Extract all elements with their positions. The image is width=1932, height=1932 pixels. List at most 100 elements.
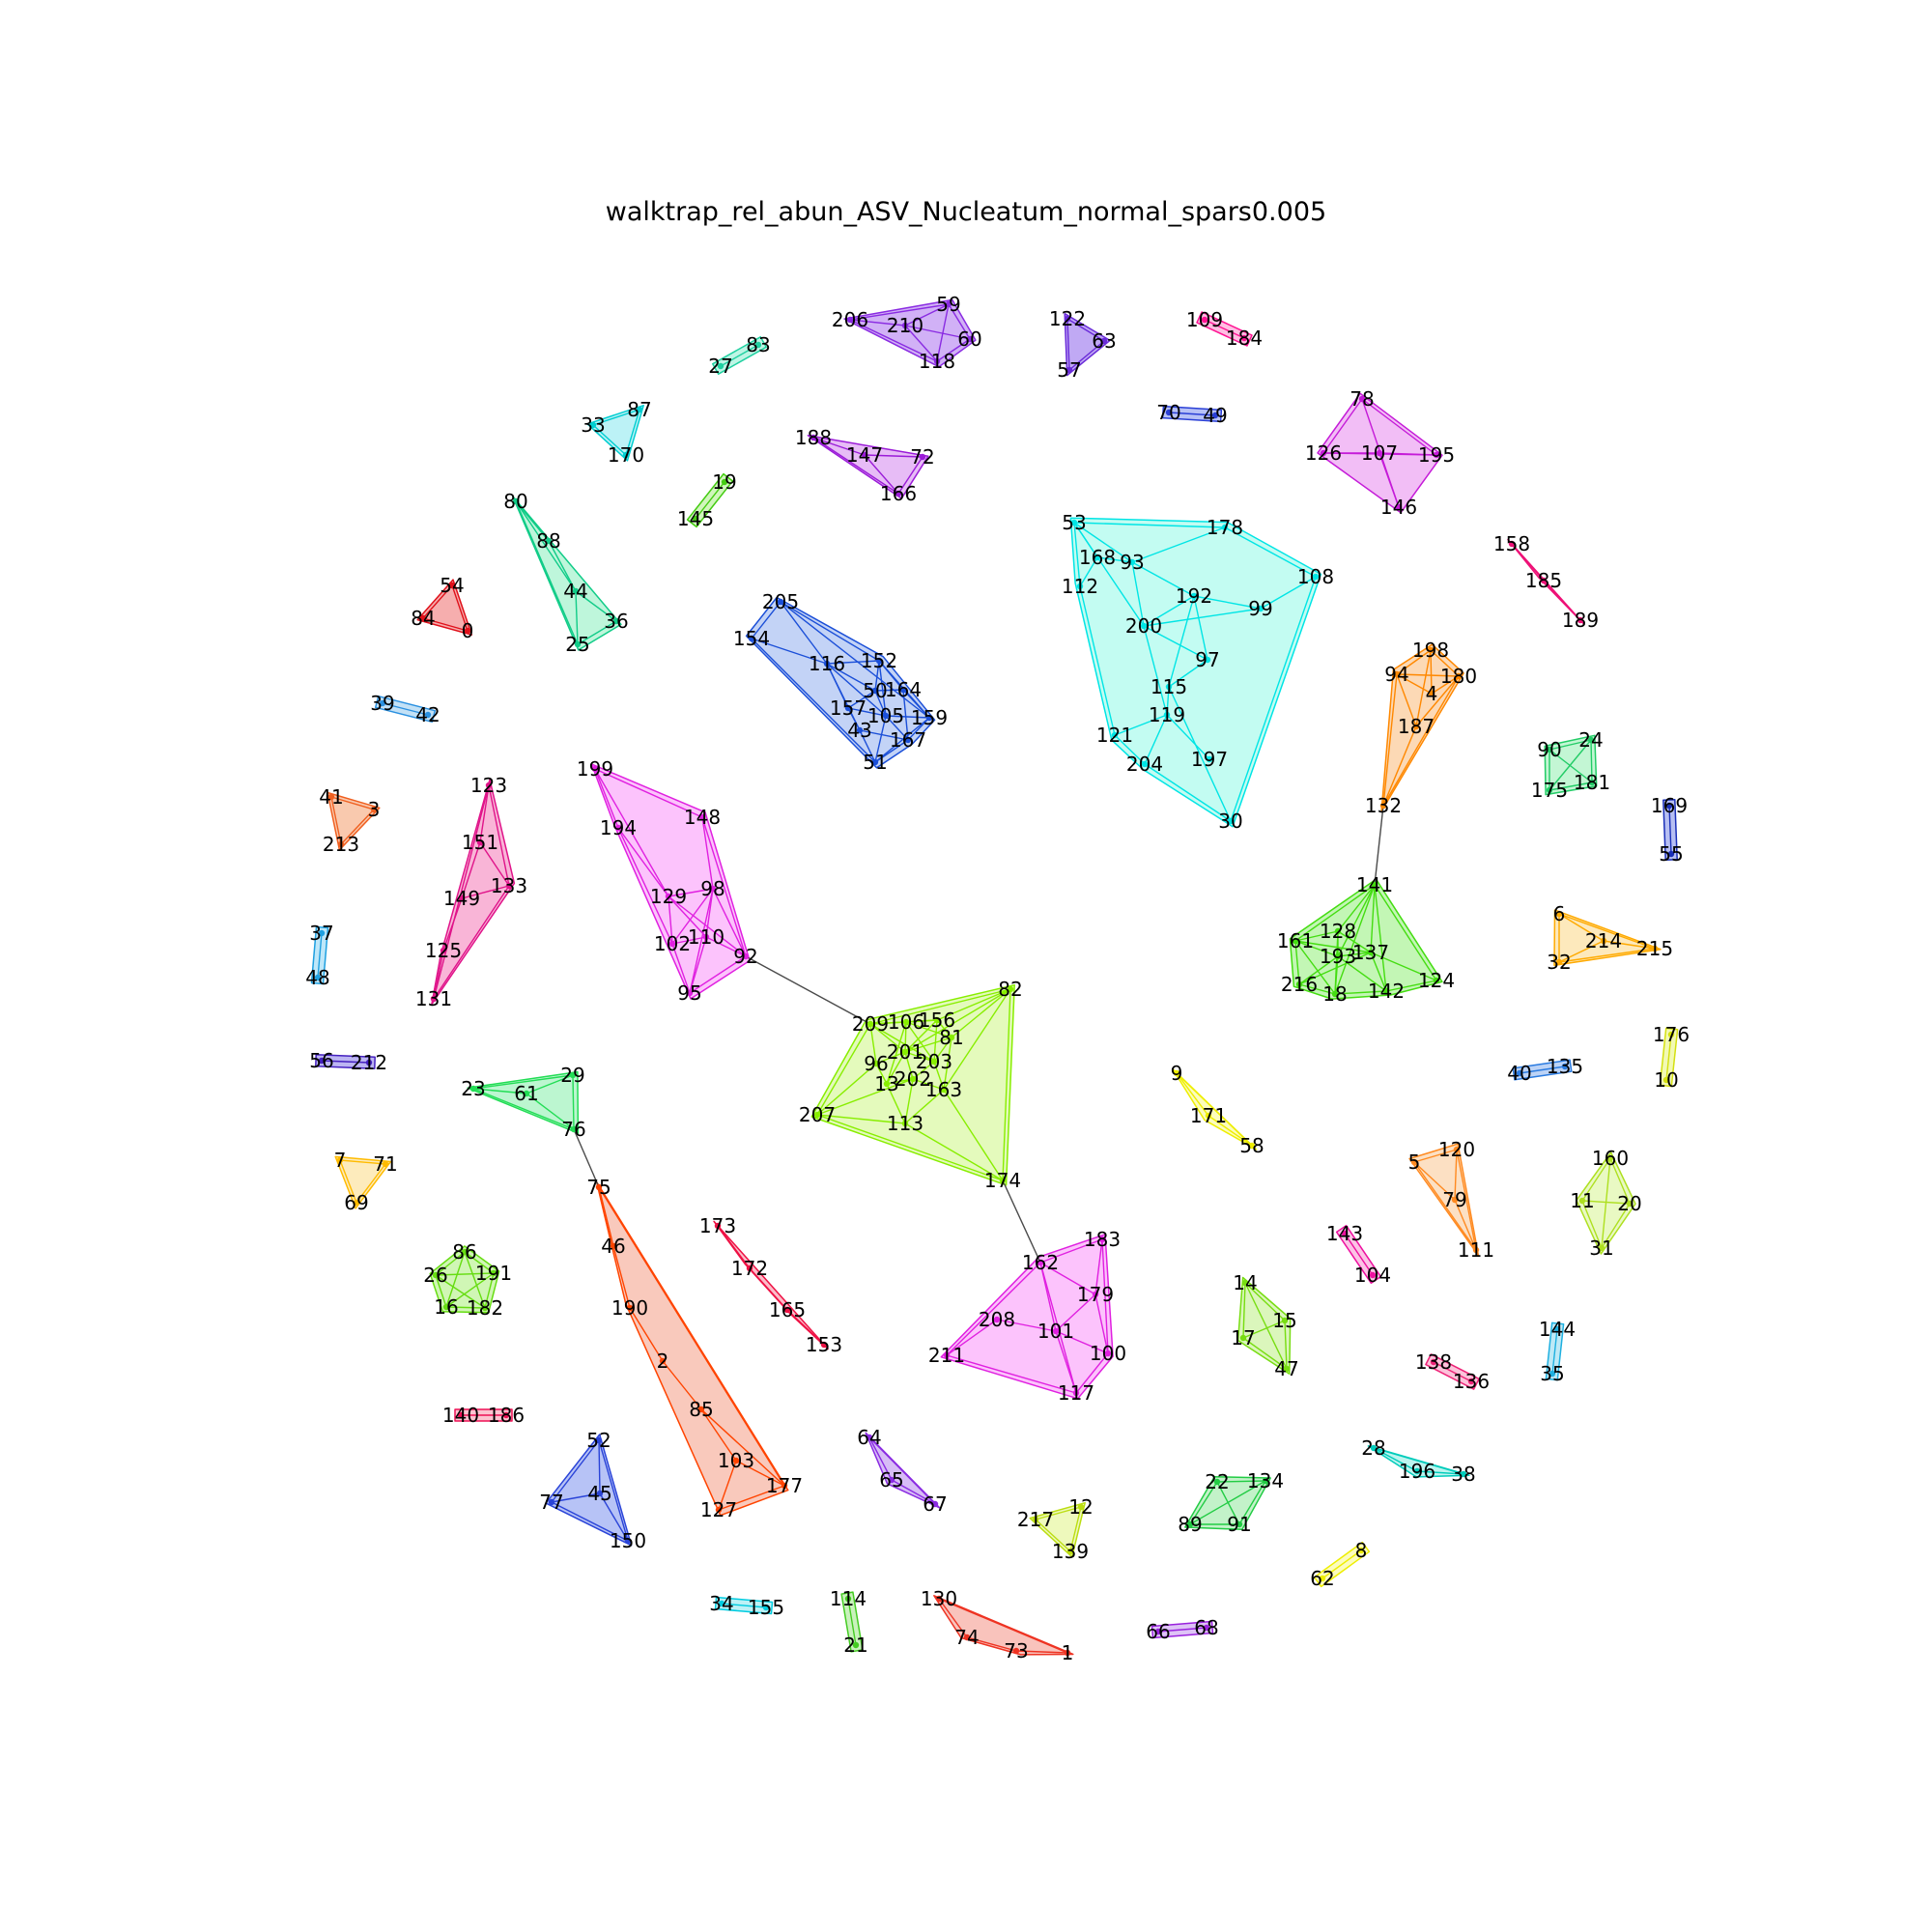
network-edge [1073, 522, 1226, 528]
network-edge [1519, 1065, 1566, 1074]
node-label: 94 [1384, 663, 1408, 686]
network-edge [592, 424, 627, 456]
network-edge [886, 1078, 914, 1085]
network-edge [1238, 1480, 1266, 1525]
network-edge [1413, 1161, 1477, 1251]
network-edge [617, 827, 669, 897]
network-node [1204, 656, 1211, 664]
network-node [665, 893, 672, 900]
network-edge [1166, 686, 1170, 716]
network-edge [869, 1023, 906, 1053]
network-node [1190, 592, 1198, 600]
node-label: 201 [887, 1040, 923, 1064]
network-edge [849, 319, 906, 327]
network-edge [904, 1037, 952, 1053]
network-edge [946, 1354, 1077, 1394]
node-label: 26 [423, 1264, 447, 1287]
network-edge [1373, 1447, 1464, 1475]
node-label: 43 [847, 719, 871, 742]
node-label: 214 [1585, 929, 1622, 952]
node-label: 96 [864, 1052, 888, 1075]
network-node [945, 300, 952, 308]
network-edge [904, 1021, 907, 1053]
network-node [717, 362, 724, 370]
network-edge [1415, 675, 1460, 727]
network-edge [1294, 940, 1372, 953]
community-hull [334, 1155, 392, 1209]
network-edge [1096, 556, 1133, 563]
network-node [1227, 817, 1235, 825]
node-label: 57 [1057, 358, 1081, 382]
network-node [1319, 1575, 1326, 1582]
node-label: 65 [879, 1468, 903, 1492]
network-node [899, 686, 907, 694]
network-edge [1039, 1238, 1103, 1264]
network-edge [575, 590, 617, 622]
node-label: 205 [762, 590, 799, 613]
node-label: 97 [1195, 648, 1219, 671]
node-label: 9 [1171, 1062, 1183, 1085]
network-node [1076, 582, 1084, 590]
community-hull [545, 1434, 633, 1547]
network-node [1453, 1146, 1461, 1153]
network-edge [1068, 340, 1105, 371]
node-label: 188 [795, 426, 832, 449]
network-edge [751, 638, 876, 763]
node-label: 175 [1531, 779, 1568, 802]
network-node [336, 1156, 344, 1164]
network-node [844, 1595, 852, 1603]
node-label: 183 [1084, 1228, 1121, 1251]
network-node [548, 1498, 555, 1506]
network-edge [1344, 1233, 1374, 1276]
node-label: 113 [887, 1112, 923, 1135]
network-edge [1015, 1650, 1068, 1654]
network-edge [904, 988, 1011, 1053]
network-edge [668, 888, 714, 897]
network-edge [1242, 1320, 1286, 1339]
node-label: 27 [708, 355, 732, 378]
network-edge [1168, 686, 1232, 822]
node-label: 73 [1004, 1639, 1028, 1662]
node-label: 147 [846, 443, 883, 467]
network-node [485, 781, 493, 789]
network-edge [886, 1021, 907, 1085]
network-edge [464, 1251, 495, 1274]
network-node [1072, 1389, 1080, 1397]
network-node [1341, 1230, 1349, 1237]
network-edge [751, 638, 828, 665]
network-edge [905, 1019, 938, 1023]
network-edge [849, 303, 950, 321]
network-edge [317, 932, 323, 979]
node-label: 143 [1326, 1222, 1363, 1245]
network-edge [1590, 739, 1593, 783]
network-node [1662, 1076, 1670, 1084]
network-edge [816, 1114, 1004, 1181]
network-node [440, 947, 447, 954]
network-node [1070, 519, 1078, 526]
node-label: 160 [1592, 1147, 1629, 1170]
network-edge [1543, 580, 1581, 621]
node-label: 134 [1247, 1469, 1284, 1492]
community-hull [843, 298, 977, 368]
network-edge [904, 325, 938, 362]
network-node [622, 451, 630, 459]
network-node [1428, 690, 1435, 697]
network-edge [1157, 1627, 1208, 1633]
network-node [702, 933, 710, 941]
node-label: 84 [411, 607, 435, 630]
network-edge [551, 1492, 601, 1503]
network-edge [996, 1319, 1057, 1332]
network-edge [886, 1051, 906, 1085]
network-node [919, 453, 926, 461]
network-node [318, 929, 326, 937]
network-edge [1548, 739, 1592, 791]
network-node [612, 617, 620, 625]
network-node [709, 885, 717, 893]
node-label: 54 [440, 574, 464, 597]
network-edge [885, 715, 909, 741]
network-node [1052, 1327, 1060, 1335]
network-node [966, 335, 974, 343]
network-edge [1066, 318, 1070, 371]
network-node [1292, 937, 1299, 945]
